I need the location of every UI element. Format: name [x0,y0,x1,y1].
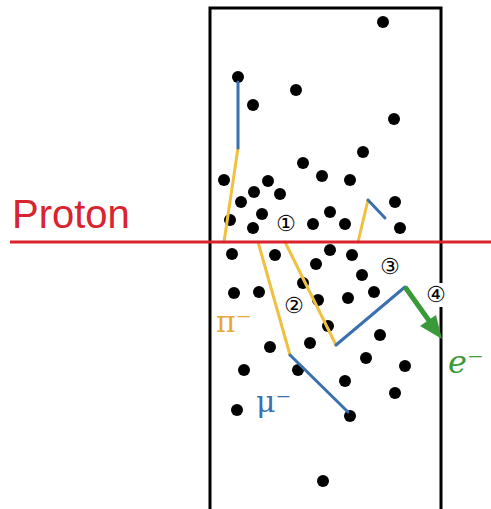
beam-label: Proton [12,192,130,236]
pion-track [285,242,336,345]
atom-dot [247,222,259,234]
muon-label: μ⁻ [256,385,291,418]
atom-dot [218,174,230,186]
atom-dot [357,146,369,158]
muon-track [290,355,348,412]
atom-dot [316,170,328,182]
atom-dot [297,157,309,169]
target-atoms [218,16,411,487]
atom-dot [253,286,265,298]
atom-dot [274,188,286,200]
muon-track [336,287,405,345]
atom-dot [377,16,389,28]
atom-dot [339,218,351,230]
atom-dot [374,329,386,341]
proton-beam [10,241,491,244]
atom-dot [324,206,336,218]
atom-dot [389,387,401,399]
atom-dot [248,186,260,198]
atom-dot [247,99,259,111]
atom-dot [317,475,329,487]
particle-tracks [224,82,405,412]
atom-dot [344,174,356,186]
atom-dot [269,249,281,261]
atom-dot [238,364,250,376]
atom-dot [228,287,240,299]
atom-dot [389,196,401,208]
atom-dot [226,248,238,260]
pion-track [224,148,238,242]
callout-number: ④ [426,283,446,307]
atom-dot [356,269,368,281]
atom-dot [388,113,400,125]
callout-number: ③ [380,255,400,279]
callout-number: ② [284,294,304,318]
atom-dot [368,286,380,298]
atom-dot [264,341,276,353]
callout-number: ① [276,212,296,236]
atom-dot [262,175,274,187]
atom-dot [307,218,319,230]
atom-dot [360,352,372,364]
muon-track [368,200,385,218]
muon-track [237,82,240,148]
atom-dot [310,258,322,270]
atom-dot [290,84,302,96]
atom-dot [346,249,358,261]
electron-label: e⁻ [448,345,484,380]
pion-track [358,200,368,242]
pion-label: π⁻ [216,305,252,338]
atom-dot [324,244,336,256]
atom-dot [304,337,316,349]
atom-dot [342,292,354,304]
atom-dot [231,404,243,416]
atom-dot [235,196,247,208]
atom-dot [399,360,411,372]
electron-arrowhead [420,315,442,339]
atom-dot [394,222,406,234]
atom-dot [339,375,351,387]
atom-dot [256,208,268,220]
target-box [210,8,441,509]
